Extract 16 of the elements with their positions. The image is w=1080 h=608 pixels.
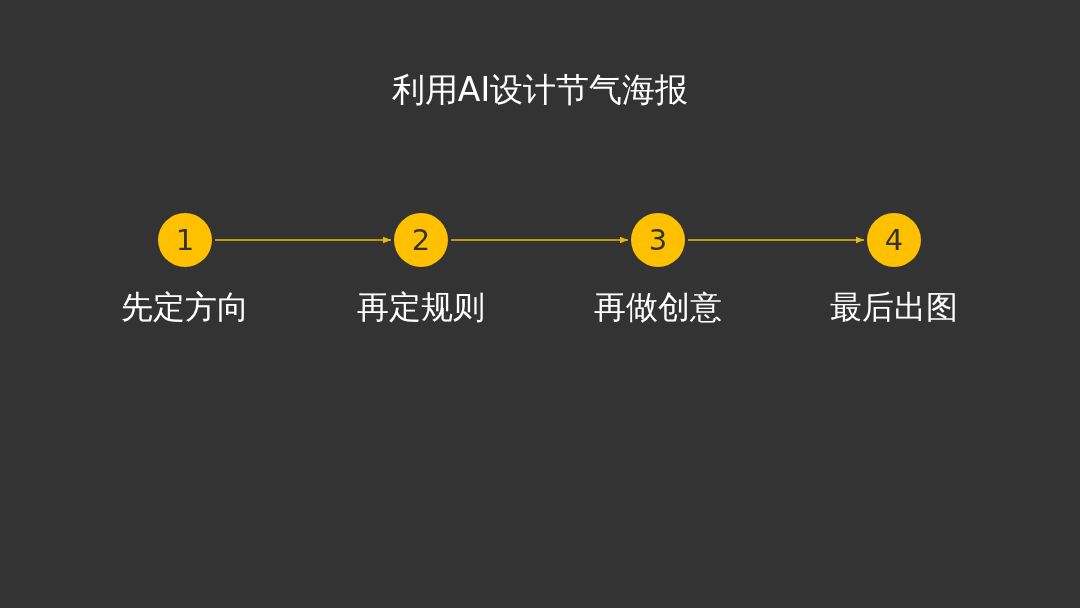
diagram-title: 利用AI设计节气海报 bbox=[390, 69, 690, 111]
step-number: 1 bbox=[175, 223, 195, 257]
step-circle bbox=[394, 213, 448, 267]
step-number: 2 bbox=[411, 223, 431, 257]
step-label: 先定方向 bbox=[120, 287, 250, 327]
step-circle bbox=[631, 213, 685, 267]
arrow bbox=[450, 236, 629, 244]
step-label: 再做创意 bbox=[593, 287, 723, 327]
step-circle bbox=[158, 213, 212, 267]
step-number: 4 bbox=[884, 223, 904, 257]
step-label: 再定规则 bbox=[356, 287, 486, 327]
step-number: 3 bbox=[648, 223, 668, 257]
step-label: 最后出图 bbox=[829, 287, 959, 327]
step-circle bbox=[867, 213, 921, 267]
arrow bbox=[687, 236, 865, 244]
arrow bbox=[214, 236, 392, 244]
